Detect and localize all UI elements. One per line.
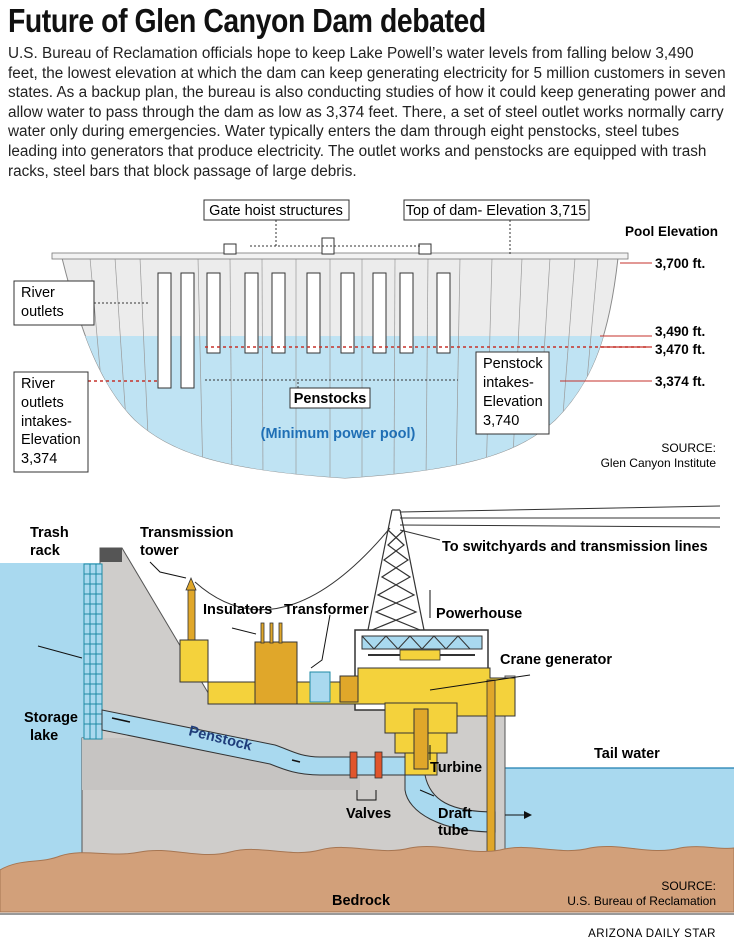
dam-cross-section xyxy=(51,237,652,479)
generator-turbine xyxy=(384,702,458,776)
source-label-bottom: SOURCE: xyxy=(661,879,716,893)
to-switchyards-label: To switchyards and transmission lines xyxy=(442,539,708,555)
transmission-tower-label-2: tower xyxy=(140,543,179,559)
transformer-label: Transformer xyxy=(284,602,369,618)
valves-label: Valves xyxy=(346,806,391,822)
penstocks-box xyxy=(289,387,371,409)
powerhouse-cross-section xyxy=(0,505,734,915)
storage-lake-label-1: Storage xyxy=(24,710,78,726)
dam-crest xyxy=(51,252,629,260)
powerhouse-label: Powerhouse xyxy=(436,606,522,622)
intakes-label-3: intakes- xyxy=(21,414,72,430)
pool-elevation-title: Pool Elevation xyxy=(625,224,718,239)
level-3700: 3,700 ft. xyxy=(655,256,705,271)
valve-1 xyxy=(349,751,358,779)
penstock-intakes-box xyxy=(475,351,550,435)
lattice-tower xyxy=(367,509,425,631)
tail-water-label: Tail water xyxy=(594,746,660,762)
river-outlets-label-2: outlets xyxy=(21,304,64,320)
crane-generator-label: Crane generator xyxy=(500,652,612,668)
intro-paragraph: U.S. Bureau of Reclamation officials hop… xyxy=(8,45,726,180)
draft-tube-label-2: tube xyxy=(438,823,469,839)
penstock-intakes-label-4: 3,740 xyxy=(483,413,519,429)
page-title: Future of Glen Canyon Dam debated xyxy=(8,2,486,39)
trash-rack-label-1: Trash xyxy=(30,525,69,541)
penstock-tubes xyxy=(206,272,451,354)
penstock-intakes-label-1: Penstock xyxy=(483,356,543,372)
turbine-label: Turbine xyxy=(430,760,482,776)
penstock-intakes-label-3: Elevation xyxy=(483,394,543,410)
level-3490: 3,490 ft. xyxy=(655,324,705,339)
top-of-dam-label: Top of dam- Elevation 3,715 xyxy=(406,203,587,219)
gate-hoist-label: Gate hoist structures xyxy=(209,203,343,219)
trash-rack-grid xyxy=(83,563,103,740)
insulators-label: Insulators xyxy=(203,602,272,618)
intakes-label-1: River xyxy=(21,376,55,392)
river-outlet-tubes xyxy=(157,272,195,389)
source-bottom: U.S. Bureau of Reclamation xyxy=(567,894,716,908)
intakes-label-4: Elevation xyxy=(21,432,81,448)
source-label-top: SOURCE: xyxy=(661,441,716,455)
penstocks-label: Penstocks xyxy=(294,391,367,407)
transformer-block xyxy=(254,641,298,705)
valve-2 xyxy=(374,751,383,779)
credit-label: ARIZONA DAILY STAR xyxy=(588,928,716,940)
min-power-pool-label: (Minimum power pool) xyxy=(261,426,416,442)
intakes-label-2: outlets xyxy=(21,395,64,411)
reservoir-water xyxy=(62,336,618,478)
transformer-grid xyxy=(309,671,331,703)
top-of-dam-box xyxy=(403,199,590,221)
intakes-label-5: 3,374 xyxy=(21,451,57,467)
level-3374: 3,374 ft. xyxy=(655,374,705,389)
river-outlets-label-1: River xyxy=(21,285,55,301)
source-top: Glen Canyon Institute xyxy=(601,456,717,470)
penstock-intakes-label-2: intakes- xyxy=(483,375,534,391)
river-outlets-box xyxy=(13,280,95,326)
river-outlets-intakes-box xyxy=(13,371,89,473)
level-3470: 3,470 ft. xyxy=(655,342,705,357)
bedrock-label: Bedrock xyxy=(332,893,391,909)
transmission-tower-label-1: Transmission xyxy=(140,525,233,541)
bedrock xyxy=(0,845,734,913)
trash-rack-label-2: rack xyxy=(30,543,61,559)
draft-tube-label-1: Draft xyxy=(438,806,472,822)
storage-lake-label-2: lake xyxy=(30,728,58,744)
